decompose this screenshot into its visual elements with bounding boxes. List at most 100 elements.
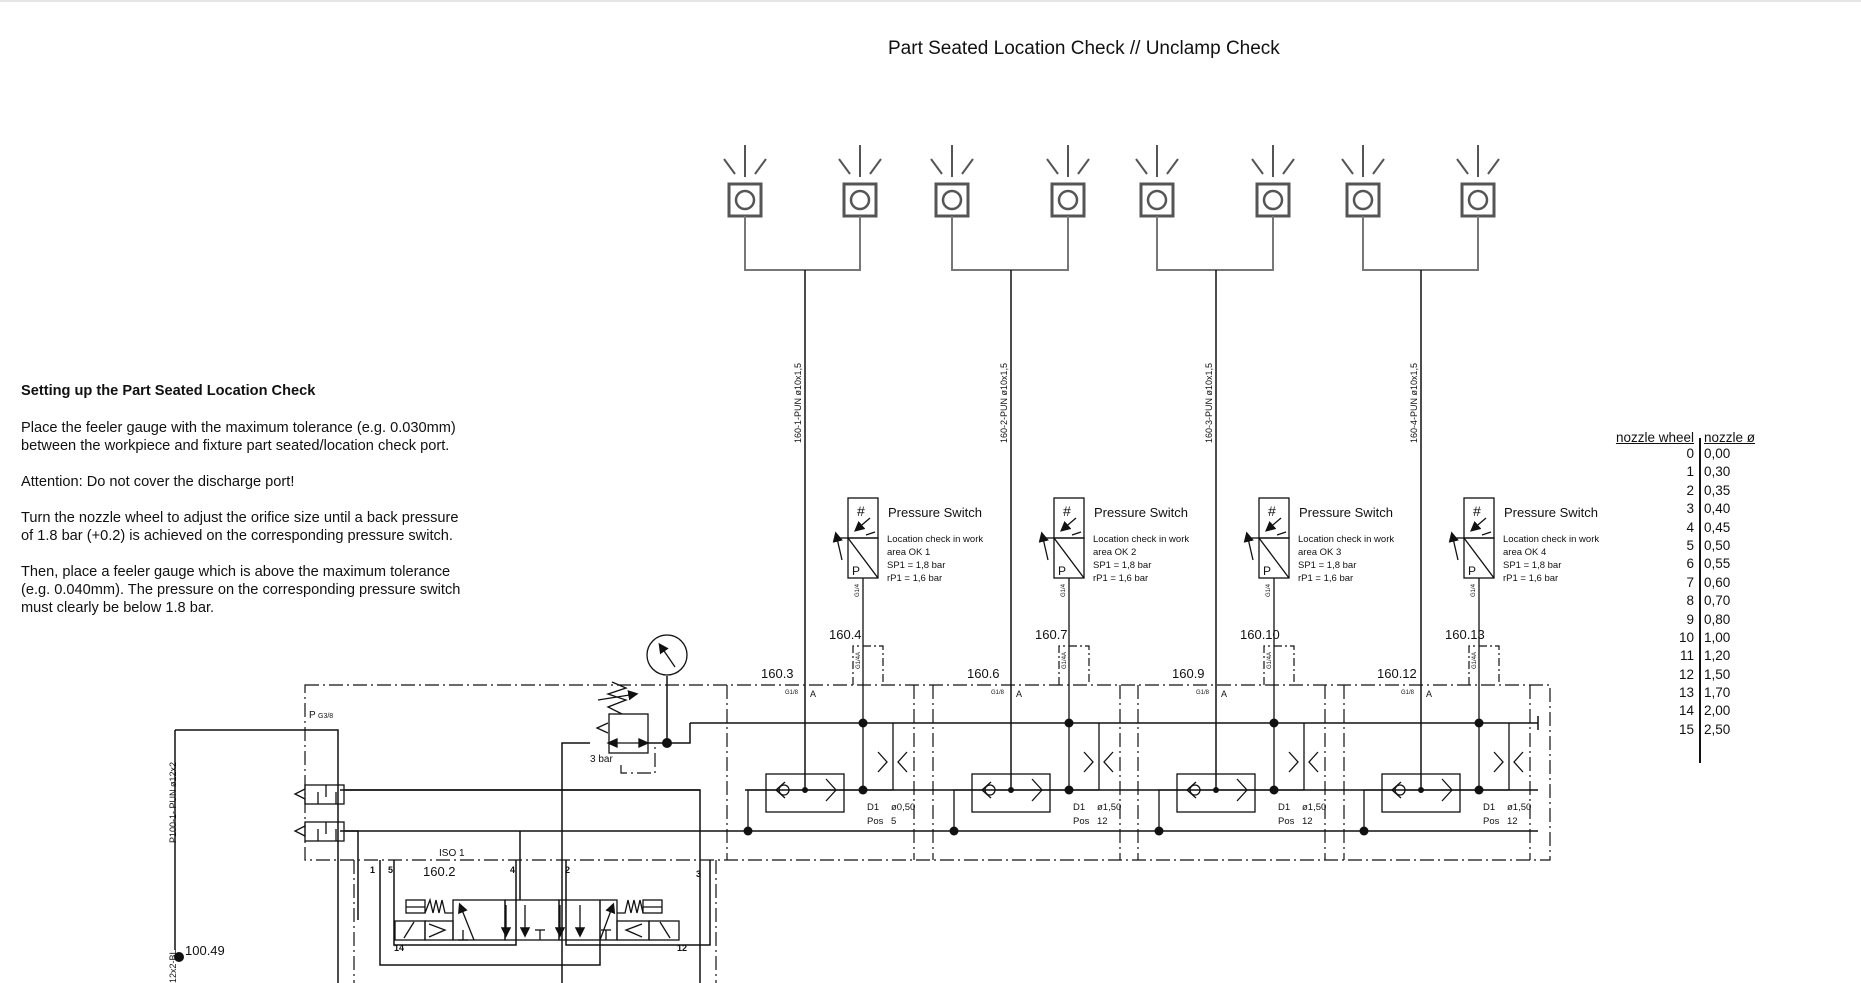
switch-title: Pressure Switch — [1299, 505, 1393, 520]
p-glyph: P — [1058, 564, 1066, 578]
switch-port-label: G1/4 — [1061, 583, 1067, 597]
switch-description-line: Location check in work — [1503, 534, 1599, 545]
nozzle-label: D1 — [1483, 802, 1495, 813]
valve-port-label: 5 — [388, 865, 393, 875]
nozzle-diameter-cell: 0,60 — [1704, 574, 1731, 590]
valve-port-label: 3 — [696, 869, 701, 879]
switch-port-a-label: G1/4A — [856, 652, 862, 669]
supply-id-label: 100.49 — [185, 943, 225, 958]
indicator-lamp-icon — [1135, 145, 1179, 218]
nozzle-label: D1 — [1073, 802, 1085, 813]
block-id-label: 160.12 — [1377, 666, 1417, 681]
tube-label: 160-3-PUN ø10x1,5 — [1204, 363, 1214, 443]
solenoid-valve-icon — [394, 897, 680, 941]
switch-id-label: 160.10 — [1240, 627, 1280, 642]
nozzle-throttle-icon — [1269, 723, 1319, 795]
switch-description-line: SP1 = 1,8 bar — [887, 560, 945, 571]
switch-port-label: G1/4 — [1471, 583, 1477, 597]
nozzle-wheel-cell: 7 — [1686, 574, 1694, 590]
switch-description-line: rP1 = 1,6 bar — [1298, 573, 1353, 584]
nozzle-wheel-cell: 6 — [1686, 556, 1694, 572]
nozzle-diameter-cell: 0,40 — [1704, 501, 1731, 517]
switch-title: Pressure Switch — [1504, 505, 1598, 520]
pressure-gauge-icon — [646, 634, 688, 676]
nozzle-wheel-cell: 12 — [1678, 666, 1694, 682]
junction-dot — [662, 738, 672, 748]
nozzle-diameter-cell: 1,50 — [1704, 666, 1731, 682]
nozzle-wheel-cell: 13 — [1678, 685, 1694, 701]
tube-label: 160-4-PUN ø10x1,5 — [1409, 363, 1419, 443]
nozzle-wheel-cell: 1 — [1686, 464, 1694, 480]
instruction-paragraph: Turn the nozzle wheel to adjust the orif… — [21, 510, 459, 544]
indicator-lamp-icon — [838, 145, 882, 218]
p-glyph: P — [852, 564, 860, 578]
supply-tube-lower-label: 12x2-BL — [168, 949, 178, 983]
port-a-label: A — [1016, 689, 1022, 699]
pos-label: Pos — [1278, 816, 1295, 827]
port-a-label: A — [1221, 689, 1227, 699]
nozzle-wheel-cell: 11 — [1679, 648, 1694, 664]
junction-dot — [174, 952, 184, 962]
nozzle-wheel-cell: 0 — [1686, 446, 1694, 461]
nozzle-diameter-cell: 1,00 — [1704, 629, 1731, 645]
table-divider — [1699, 438, 1701, 763]
nozzle-throttle-icon — [1064, 723, 1114, 795]
indicator-lamp-icon — [1046, 145, 1090, 218]
indicator-lamp-icon — [930, 145, 974, 218]
nozzle-diameter-label: ø0,50 — [891, 802, 915, 813]
header-nozzle-wheel: nozzle wheel — [1615, 430, 1694, 445]
nozzle-wheel-cell: 5 — [1686, 537, 1694, 553]
nozzle-wheel-cell: 14 — [1678, 703, 1694, 719]
switch-port-label: G1/4 — [855, 583, 861, 597]
block-port-label: G1/8 — [991, 690, 1005, 696]
p-glyph: P — [1468, 564, 1476, 578]
pressure-switch-icon: #P — [832, 497, 879, 723]
switch-id-label: 160.4 — [829, 627, 862, 642]
pressure-switch-icon: #P — [1038, 497, 1085, 723]
switch-port-label: G1/4 — [1266, 583, 1272, 597]
supply-tube-label: P100-1- PUN ø12x2 — [168, 762, 178, 843]
nozzle-diameter-label: ø1,50 — [1507, 802, 1531, 813]
nozzle-diameter-cell: 0,30 — [1704, 464, 1731, 480]
nozzle-diameter-label: ø1,50 — [1097, 802, 1121, 813]
manifold-lines — [174, 676, 1539, 983]
switch-description-line: Location check in work — [1093, 534, 1189, 545]
lamp-wiring — [744, 216, 861, 271]
pressure-switch-icon: #P — [1448, 497, 1495, 723]
block-port-label: G1/8 — [785, 690, 799, 696]
switch-description-line: area OK 2 — [1093, 547, 1136, 558]
supply-port-size: G3/8 — [318, 713, 333, 720]
nozzle-wheel-cell: 3 — [1686, 501, 1694, 517]
hash-glyph: # — [1268, 503, 1276, 519]
pos-value: 5 — [891, 816, 896, 827]
pos-label: Pos — [1073, 816, 1090, 827]
pressure-switch-icon: #P — [1243, 497, 1290, 723]
pos-label: Pos — [1483, 816, 1500, 827]
hash-glyph: # — [1473, 503, 1481, 519]
switch-description-line: rP1 = 1,6 bar — [1503, 573, 1558, 584]
top-border — [0, 0, 1861, 2]
p-glyph: P — [1263, 564, 1271, 578]
nozzle-wheel-cell: 4 — [1686, 519, 1694, 535]
nozzle-throttle-icon — [858, 723, 908, 795]
nozzle-diameter-cell: 0,70 — [1704, 593, 1731, 609]
valve-port-label: 2 — [565, 865, 570, 875]
nozzle-wheel-cell: 10 — [1678, 629, 1694, 645]
lamp-wiring — [1156, 216, 1274, 271]
pressure-regulator-icon — [595, 681, 650, 754]
instructions-panel: Setting up the Part Seated Location Chec… — [21, 382, 461, 635]
port-a-label: A — [1426, 689, 1432, 699]
switch-description-line: area OK 4 — [1503, 547, 1546, 558]
pos-value: 12 — [1097, 816, 1108, 827]
